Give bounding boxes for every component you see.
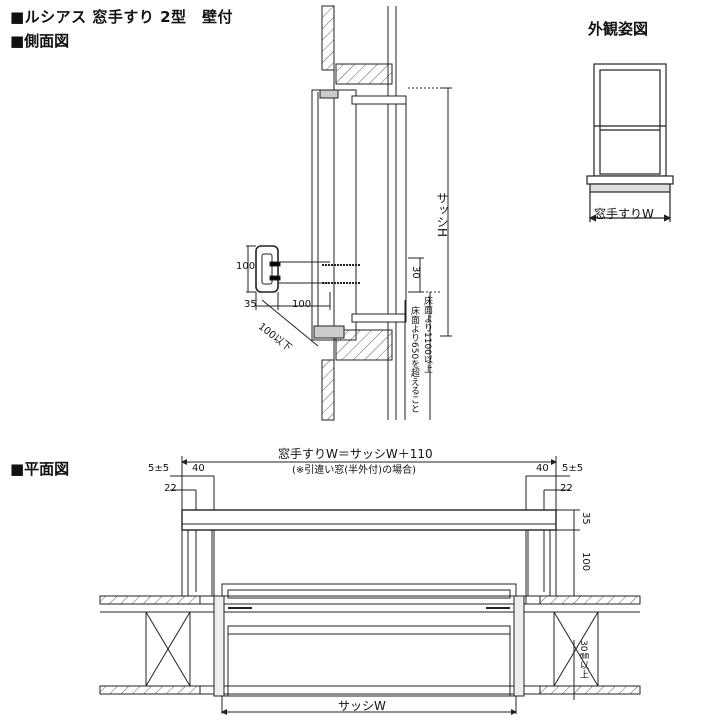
dim-40-right: 40 [536, 463, 549, 474]
dim-5pm5-left: 5±5 [148, 463, 170, 474]
dim-35-plan: 35 [580, 512, 591, 525]
plan-view-heading: ■平面図 [10, 460, 70, 478]
sash-w-label: サッシW [338, 699, 386, 713]
dim-22-left: 22 [164, 483, 177, 494]
sash-h-label: サッシH [435, 192, 449, 238]
dim-100-bracket: 100 [236, 261, 256, 272]
dim-100-plan: 100 [580, 552, 591, 572]
exterior-width-label: 窓手すりW [594, 207, 654, 221]
dim-40-left: 40 [192, 463, 205, 474]
plan-view-drawing [99, 456, 641, 715]
dim-30mm: 30㎜以上 [578, 640, 588, 679]
plan-note: (※引違い窓(半外付)の場合) [292, 465, 416, 476]
plan-formula: 窓手すりW＝サッシW＋110 [278, 447, 433, 461]
side-view-heading: ■側面図 [10, 32, 70, 50]
dim-35: 35 [244, 299, 257, 310]
page-title: ■ルシアス 窓手すり 2型 壁付 [10, 8, 234, 26]
exterior-view-drawing [586, 63, 674, 222]
exterior-view-heading: 外観姿図 [588, 20, 649, 38]
dim-5pm5-right: 5±5 [562, 463, 584, 474]
floor-1100-note: 床面より1100以上 [422, 296, 432, 373]
side-view-drawing [246, 5, 452, 421]
floor-650-note: 床面より650を超えること [409, 306, 419, 414]
dim-100-horizontal: 100 [292, 299, 312, 310]
dim-30: 30 [410, 266, 421, 279]
dim-22-right: 22 [560, 483, 573, 494]
